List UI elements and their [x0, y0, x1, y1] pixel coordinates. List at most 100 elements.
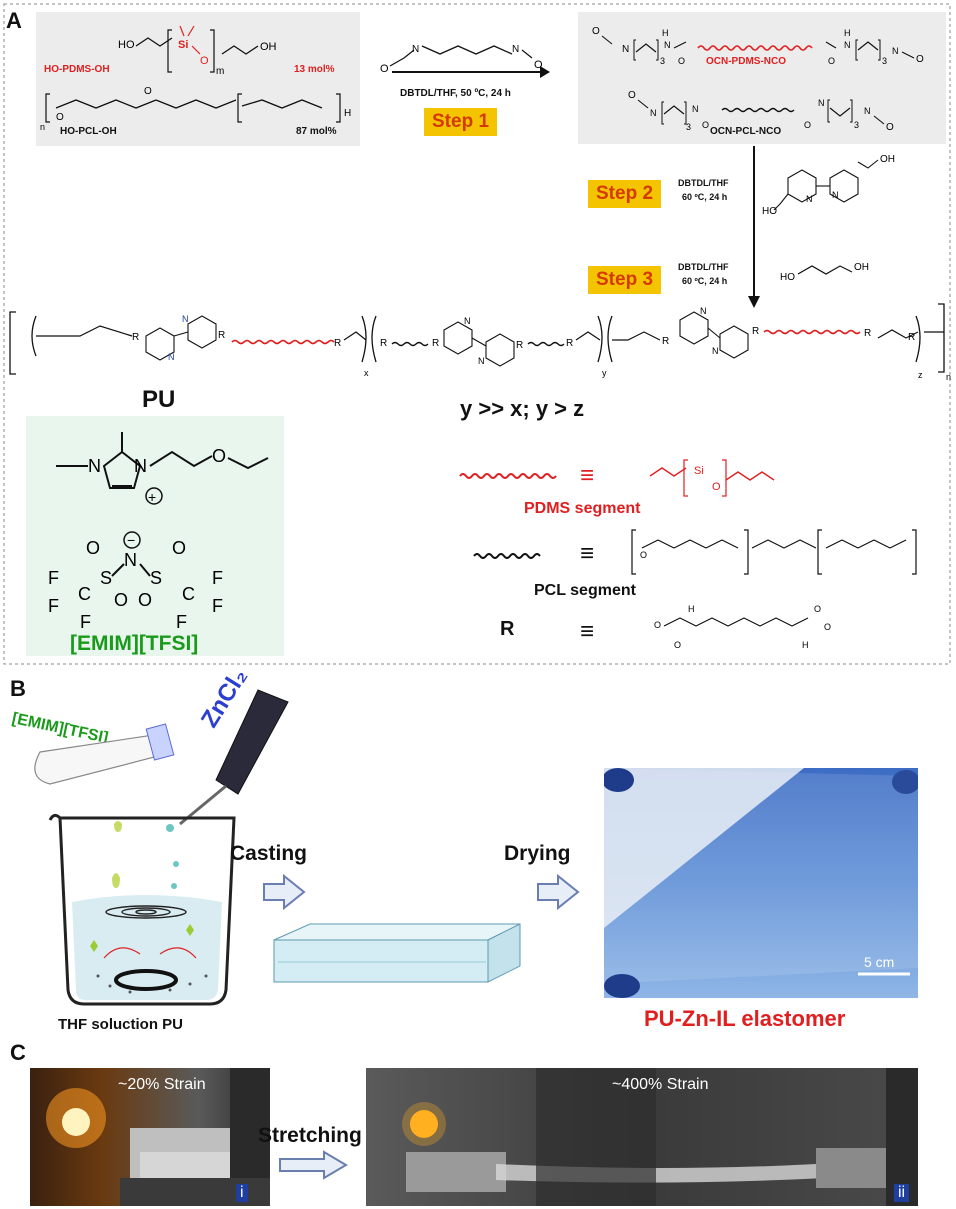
svg-text:O: O	[824, 622, 831, 632]
svg-text:N: N	[700, 306, 707, 316]
svg-text:N: N	[832, 190, 839, 200]
strain-20-scene	[46, 1068, 270, 1206]
step2-3-arrow	[748, 146, 760, 308]
svg-text:N: N	[622, 44, 629, 55]
svg-text:R: R	[218, 330, 225, 341]
pdms-ratio-label: 13 mol%	[294, 64, 335, 75]
svg-text:N: N	[134, 456, 147, 476]
svg-text:O: O	[678, 56, 685, 66]
scale-bar-label: 5 cm	[864, 954, 895, 970]
svg-text:F: F	[212, 568, 223, 588]
svg-text:O: O	[200, 55, 209, 67]
photo-tag-i: i	[236, 1184, 248, 1202]
svg-text:y: y	[602, 368, 607, 378]
svg-text:R: R	[132, 332, 139, 343]
segment-legend-lines: Si O O O H O H O O	[459, 459, 917, 650]
svg-text:OH: OH	[880, 154, 895, 165]
svg-text:N: N	[844, 40, 851, 50]
ionic-liquid-label: [EMIM][TFSI]	[70, 632, 199, 655]
svg-text:n: n	[946, 372, 951, 382]
svg-text:S: S	[150, 568, 162, 588]
panel-a-letter: A	[6, 8, 22, 33]
strain-400-label: ~400% Strain	[612, 1076, 709, 1093]
svg-text:OH: OH	[260, 41, 277, 53]
film-sheen	[604, 768, 918, 998]
svg-text:3: 3	[686, 122, 691, 132]
svg-text:O: O	[144, 86, 152, 97]
svg-text:O: O	[654, 620, 661, 630]
svg-text:R: R	[516, 340, 523, 351]
ocn-pcl-nco-label: OCN-PCL-NCO	[710, 126, 782, 137]
svg-text:O: O	[138, 590, 152, 610]
r-equiv-sign: ≡	[580, 618, 595, 645]
svg-text:HO: HO	[118, 39, 135, 51]
casting-arrow	[263, 873, 306, 911]
casting-label: Casting	[230, 842, 308, 865]
svg-text:C: C	[78, 584, 91, 604]
svg-text:O: O	[702, 120, 709, 130]
svg-text:O: O	[56, 112, 64, 123]
strain-20-label: ~20% Strain	[118, 1076, 206, 1093]
panel-b-letter: B	[10, 676, 26, 701]
svg-text:O: O	[628, 90, 636, 101]
svg-text:O: O	[114, 590, 128, 610]
pcl-segment-label: PCL segment	[534, 582, 636, 599]
step3-conditions-1: DBTDL/THF	[678, 262, 729, 272]
butanediol-structure: HO OH	[780, 262, 869, 283]
svg-text:O: O	[86, 538, 100, 558]
svg-text:H: H	[662, 28, 669, 38]
svg-text:H: H	[844, 28, 851, 38]
strain-400-photo: ~400% Strain ii	[366, 1068, 918, 1206]
stretching-label: Stretching	[258, 1124, 362, 1147]
svg-text:R: R	[662, 336, 669, 347]
svg-text:N: N	[806, 194, 813, 204]
svg-text:O: O	[828, 56, 835, 66]
svg-text:F: F	[212, 596, 223, 616]
strain-400-scene	[402, 1068, 918, 1206]
step1-arrow	[392, 66, 550, 78]
pcl-equiv-sign: ≡	[580, 540, 595, 567]
hdi-structure: O N N O	[380, 44, 543, 75]
svg-text:R: R	[432, 338, 439, 349]
svg-text:N: N	[478, 356, 485, 366]
svg-text:N: N	[182, 314, 189, 324]
svg-text:C: C	[182, 584, 195, 604]
ho-pcl-oh-label: HO-PCL-OH	[60, 126, 117, 137]
svg-text:O: O	[916, 54, 924, 65]
drying-arrow	[537, 873, 580, 911]
svg-text:m: m	[216, 66, 224, 77]
svg-text:O: O	[712, 481, 721, 493]
svg-text:N: N	[712, 346, 719, 356]
svg-text:O: O	[674, 640, 681, 650]
ocn-pdms-nco-structure: O N 3 H N O O H N 3 N O O N 3 N O O N	[592, 26, 924, 133]
svg-text:R: R	[566, 338, 573, 349]
svg-text:O: O	[172, 538, 186, 558]
svg-text:N: N	[124, 550, 137, 570]
pdms-equiv-sign: ≡	[580, 462, 595, 489]
pu-label: PU	[142, 386, 176, 413]
svg-text:HO: HO	[780, 272, 795, 283]
svg-text:H: H	[344, 108, 351, 119]
r-label: R	[500, 618, 515, 640]
svg-text:x: x	[364, 368, 369, 378]
drying-label: Drying	[504, 842, 571, 865]
svg-text:R: R	[752, 326, 759, 337]
svg-text:O: O	[534, 59, 543, 71]
bipyridine-diol-structure: OH N N HO	[762, 154, 895, 217]
svg-text:F: F	[48, 568, 59, 588]
svg-text:n: n	[40, 122, 45, 132]
svg-text:O: O	[804, 120, 811, 130]
step2-conditions-1: DBTDL/THF	[678, 178, 729, 188]
pdms-segment-label: PDMS segment	[524, 500, 641, 517]
svg-text:S: S	[100, 568, 112, 588]
step3-badge: Step 3	[588, 266, 662, 294]
svg-text:N: N	[650, 108, 657, 118]
pcl-ratio-label: 87 mol%	[296, 126, 337, 137]
ho-pdms-oh-label: HO-PDMS-OH	[44, 64, 110, 75]
svg-text:N: N	[864, 106, 871, 116]
photo-tag-ii: ii	[894, 1184, 910, 1202]
svg-text:R: R	[908, 332, 915, 343]
svg-text:N: N	[512, 44, 519, 55]
svg-text:Si: Si	[694, 465, 704, 477]
